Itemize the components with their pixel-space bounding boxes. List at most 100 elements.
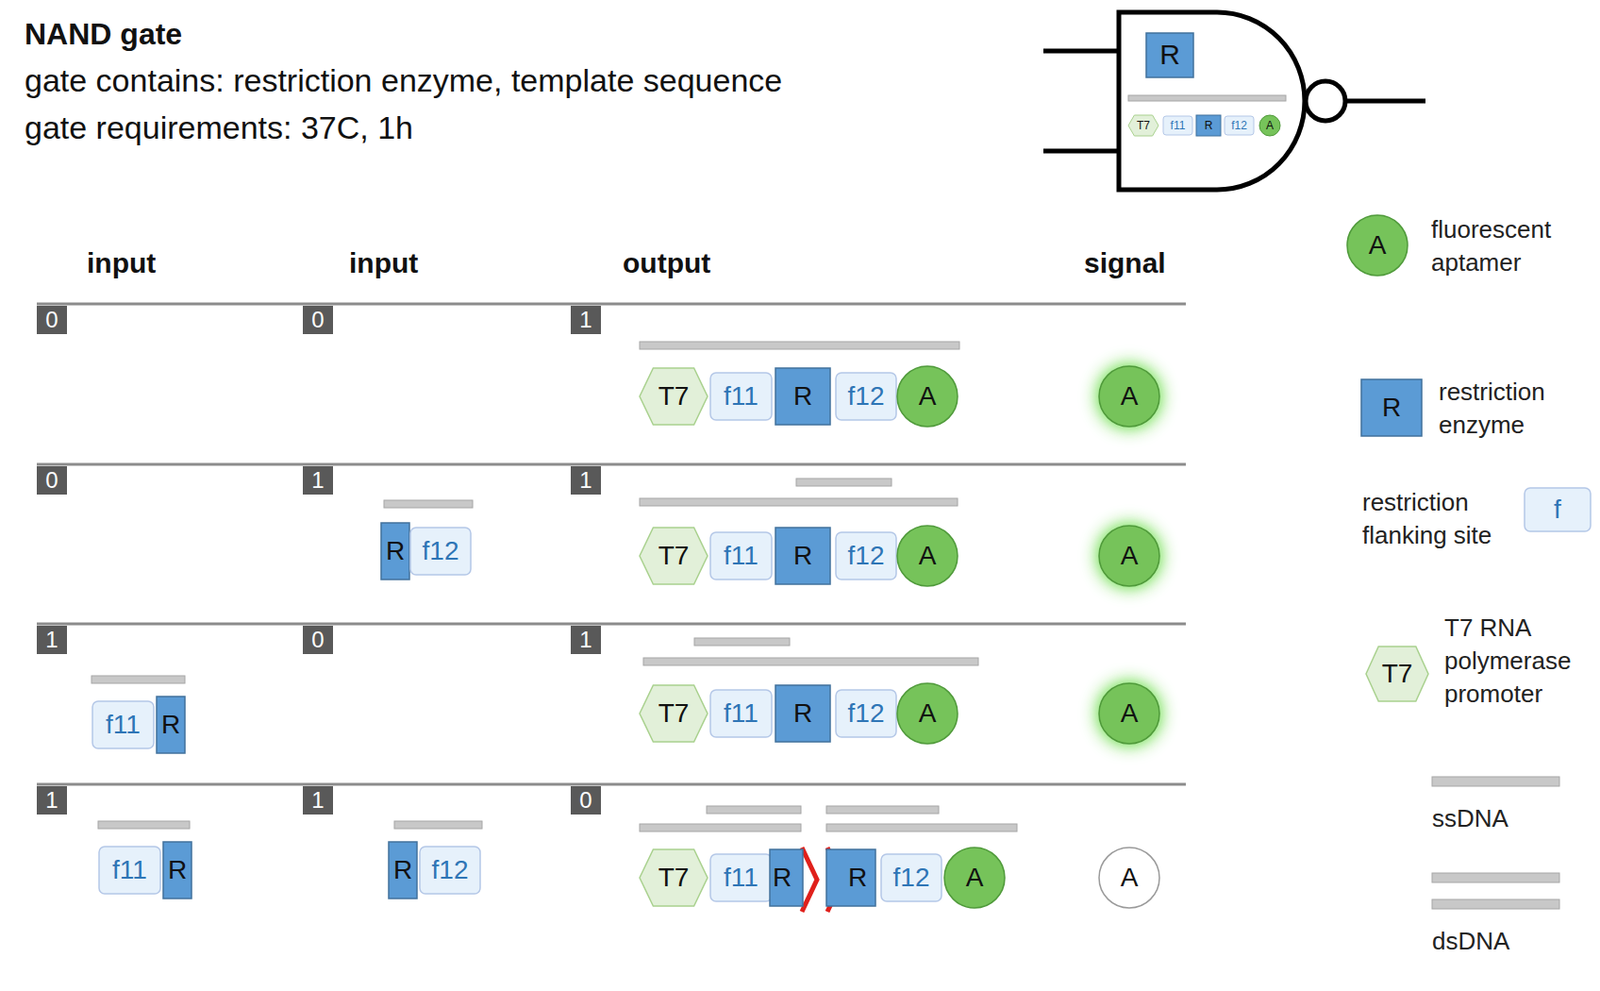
box-shape	[775, 527, 831, 584]
ssdna-bar	[639, 823, 801, 832]
box-shape	[835, 689, 897, 737]
circle-shape	[897, 525, 958, 586]
logic-value: 1	[302, 466, 334, 495]
aptamer-signal-on: A	[1098, 524, 1161, 587]
flanking-site: f11	[709, 688, 773, 738]
symbol-label: A	[966, 864, 984, 891]
t7-promoter: T7	[639, 527, 708, 584]
logic-value: 1	[570, 466, 601, 495]
fluorescent-aptamer: A	[896, 365, 959, 428]
aptamer-signal-off: A	[1098, 846, 1161, 909]
flanking-site: f11	[709, 371, 773, 421]
symbol-label: f12	[1231, 119, 1248, 132]
gate-body	[1118, 12, 1305, 190]
symbol-label: A	[1368, 232, 1387, 259]
ssdna-bar	[826, 805, 939, 814]
symbol-label: R	[772, 864, 792, 891]
hexagon-shape	[639, 684, 708, 742]
box-shape	[419, 846, 481, 894]
box-shape	[769, 849, 803, 906]
row-dividers	[36, 303, 1186, 784]
legend-text: fluorescent aptamer	[1431, 213, 1590, 280]
symbol-label: T7	[1382, 660, 1414, 687]
box-shape	[710, 689, 772, 737]
ssdna-bar	[91, 675, 185, 684]
symbol-label: A	[918, 700, 937, 727]
hexagon-shape	[1128, 115, 1159, 136]
note-text: gate contains: restriction enzyme, templ…	[24, 62, 783, 100]
dna-bars	[91, 341, 1560, 909]
hexagon-shape	[639, 527, 708, 584]
symbol-label: A	[1266, 119, 1274, 132]
flanking-site: f11	[709, 852, 773, 902]
ssdna-bar	[383, 500, 473, 508]
symbol-label: f12	[893, 864, 931, 891]
symbol-label: A	[1120, 700, 1139, 727]
t7-promoter: T7	[639, 367, 708, 425]
box-shape	[92, 700, 154, 749]
logic-value: 0	[570, 785, 601, 815]
gate-input-wire	[1043, 149, 1119, 154]
gate-output-wire	[1345, 99, 1426, 104]
circle-shape	[1099, 847, 1160, 908]
box-shape	[1224, 116, 1254, 135]
circle-shape	[1347, 215, 1408, 276]
nand-gate-symbol	[1043, 12, 1426, 190]
logic-value: 1	[36, 625, 67, 654]
flanking-site: f	[1523, 486, 1592, 533]
flanking-site: f12	[834, 371, 898, 421]
legend-text: restriction flanking site	[1362, 485, 1521, 552]
ssdna-bar	[98, 820, 190, 829]
t7-promoter: T7	[639, 684, 708, 742]
enzyme-fragment: R	[388, 841, 417, 899]
symbol-label: R	[1204, 119, 1214, 132]
symbol-label: A	[918, 542, 937, 569]
fluorescent-aptamer: A	[896, 682, 959, 745]
gate-bubble	[1305, 81, 1346, 121]
box-shape	[826, 849, 876, 906]
box-shape	[163, 841, 192, 899]
hexagon-shape	[639, 849, 708, 906]
fluorescent-aptamer: A	[943, 846, 1006, 909]
box-shape	[1361, 379, 1422, 436]
legend-text: restriction enzyme	[1438, 375, 1590, 442]
logic-value: 0	[302, 625, 334, 654]
box-shape	[710, 853, 772, 901]
restriction-enzyme: R	[1361, 379, 1422, 436]
symbol-label: A	[918, 383, 937, 410]
circle-shape	[1099, 525, 1160, 586]
hexagon-shape	[1366, 646, 1429, 701]
flanking-site: f11	[1162, 115, 1194, 136]
legend-dsdna-sample	[1432, 899, 1560, 909]
legend-text: dsDNA	[1432, 924, 1574, 958]
circle-shape	[1099, 683, 1160, 744]
circle-shape	[1099, 366, 1160, 427]
flanking-site: f12	[834, 688, 898, 738]
symbol-label: f11	[112, 856, 148, 884]
aptamer-signal-on: A	[1098, 365, 1161, 428]
symbol-label: R	[793, 383, 813, 410]
t7-promoter: T7	[1366, 646, 1429, 701]
box-shape	[881, 853, 942, 901]
enzyme-fragment: R	[163, 841, 192, 899]
symbol-label: R	[385, 537, 405, 565]
symbol-label: R	[167, 856, 187, 884]
row-divider	[36, 622, 1186, 626]
enzyme-fragment: R	[826, 849, 876, 906]
box-shape	[835, 372, 897, 420]
ssdna-bar	[394, 820, 483, 829]
symbol-label: A	[1120, 383, 1139, 410]
ssdna-bar	[796, 478, 892, 486]
symbol-label: f12	[432, 856, 469, 884]
symbol-label: f11	[723, 700, 759, 727]
logic-value: 1	[570, 625, 601, 654]
restriction-enzyme: R	[775, 367, 831, 425]
symbol-label: A	[1120, 864, 1139, 891]
flanking-site: f11	[98, 845, 162, 895]
symbol-label: T7	[658, 383, 690, 410]
circle-shape	[897, 683, 958, 744]
symbol-label: f12	[848, 700, 885, 727]
box-shape	[156, 696, 185, 753]
